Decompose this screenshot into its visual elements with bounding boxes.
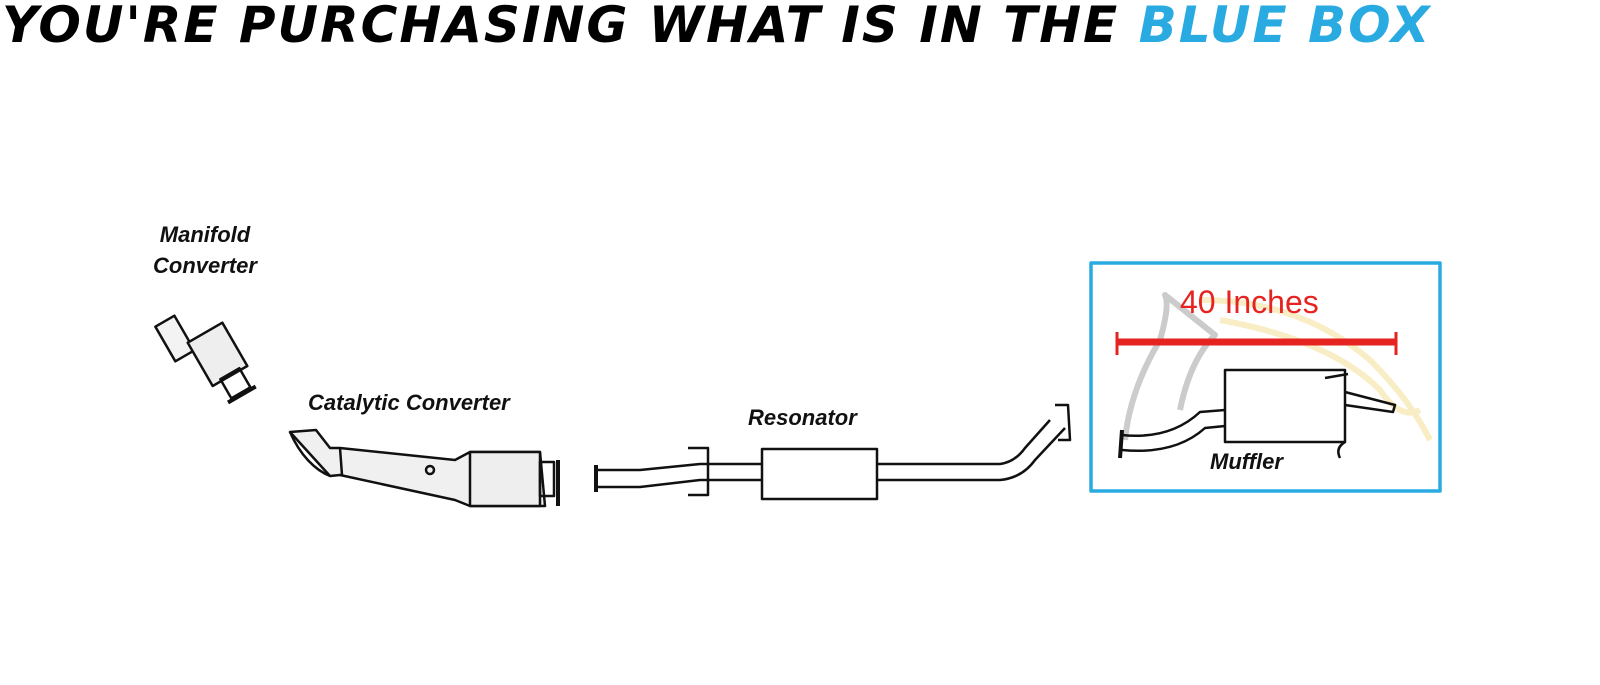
resonator-drawing xyxy=(594,403,1072,501)
manifold-converter-drawing xyxy=(154,314,257,405)
page-title: YOU'RE PURCHASING WHAT IS IN THE BLUE BO… xyxy=(2,0,1431,54)
manifold-converter-label: Manifold Converter xyxy=(140,219,270,281)
horse-watermark-icon xyxy=(1122,292,1433,442)
title-highlight: BLUE BOX xyxy=(1138,0,1432,54)
dimension-line xyxy=(1115,332,1398,355)
catalytic-converter-drawing xyxy=(288,428,560,508)
catalytic-converter-label: Catalytic Converter xyxy=(308,390,510,415)
dimension-label: 40 Inches xyxy=(1180,284,1319,320)
muffler-drawing xyxy=(1118,368,1397,459)
resonator-label: Resonator xyxy=(748,405,857,430)
muffler-label: Muffler xyxy=(1210,449,1283,474)
manifold-label-line1: Manifold xyxy=(159,222,251,247)
manifold-label-line2: Converter xyxy=(153,253,257,278)
purchase-highlight-box xyxy=(1089,261,1442,493)
title-prefix: YOU'RE PURCHASING WHAT IS IN THE xyxy=(2,0,1120,54)
